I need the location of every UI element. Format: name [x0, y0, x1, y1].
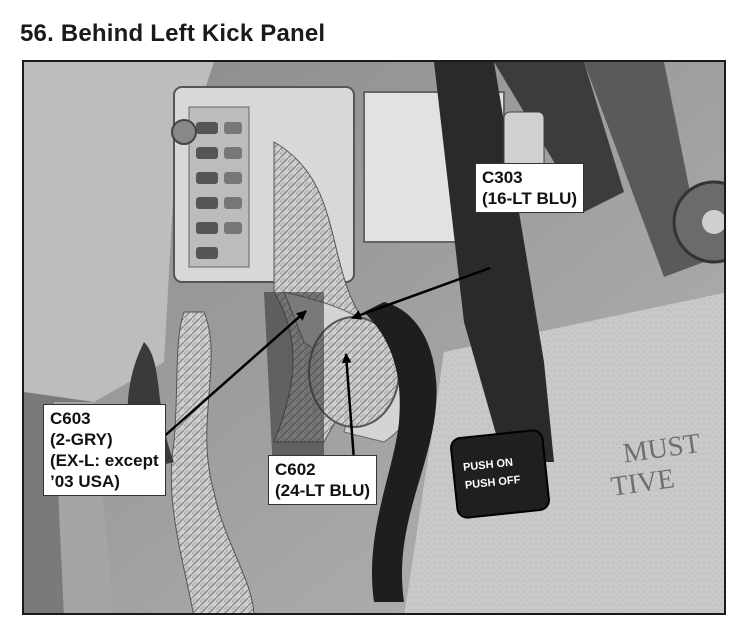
callout-c603: C603 (2-GRY) (EX-L: except ’03 USA) [43, 404, 166, 496]
callout-c303-id: C303 [482, 168, 523, 187]
pedal-arm [434, 62, 554, 462]
callout-c603-note-2: ’03 USA) [50, 472, 120, 491]
leader-c303 [351, 266, 491, 320]
switch-label-on: PUSH ON [463, 457, 514, 474]
page-title: 56. Behind Left Kick Panel [20, 20, 326, 47]
photo-illustration: PUSH ON PUSH OFF MUST TIVE [24, 62, 724, 613]
callout-c602-id: C602 [275, 460, 316, 479]
callout-c602-desc: (24-LT BLU) [275, 481, 371, 500]
callout-c603-note-1: (EX-L: except [50, 451, 159, 470]
switch-label-off: PUSH OFF [464, 474, 521, 492]
callout-c603-id: C603 [50, 409, 91, 428]
kick-panel-photo: PUSH ON PUSH OFF MUST TIVE [22, 60, 726, 615]
callout-c303: C303 (16-LT BLU) [475, 163, 585, 213]
callout-c602: C602 (24-LT BLU) [268, 455, 378, 505]
callout-c303-desc: (16-LT BLU) [482, 189, 578, 208]
leader-c603 [159, 310, 307, 441]
parking-brake-release: PUSH ON PUSH OFF [450, 429, 550, 519]
callout-c603-desc: (2-GRY) [50, 430, 113, 449]
